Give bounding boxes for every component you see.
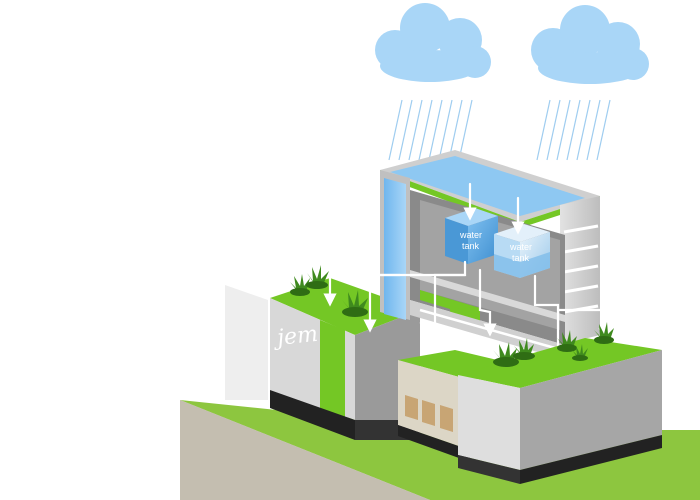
cloud-icon (375, 3, 491, 82)
tank-label: tank (512, 253, 530, 263)
rain-right (536, 99, 611, 161)
tank-label: water (459, 230, 482, 240)
svg-text:jem: jem (271, 322, 319, 352)
rain-left (388, 99, 473, 161)
right-roof-block (458, 338, 662, 484)
cloud-icon (531, 5, 649, 84)
tank-label: tank (462, 241, 480, 251)
water-pipes (323, 182, 612, 367)
upper-water-tank: water tank (445, 208, 498, 264)
lower-water-tank: water tank (494, 224, 550, 278)
tank-label: water (509, 242, 532, 252)
shrubs (290, 265, 614, 367)
background-wall (225, 285, 268, 400)
jem-logo: jem (271, 322, 319, 352)
left-roof-block (270, 278, 420, 440)
